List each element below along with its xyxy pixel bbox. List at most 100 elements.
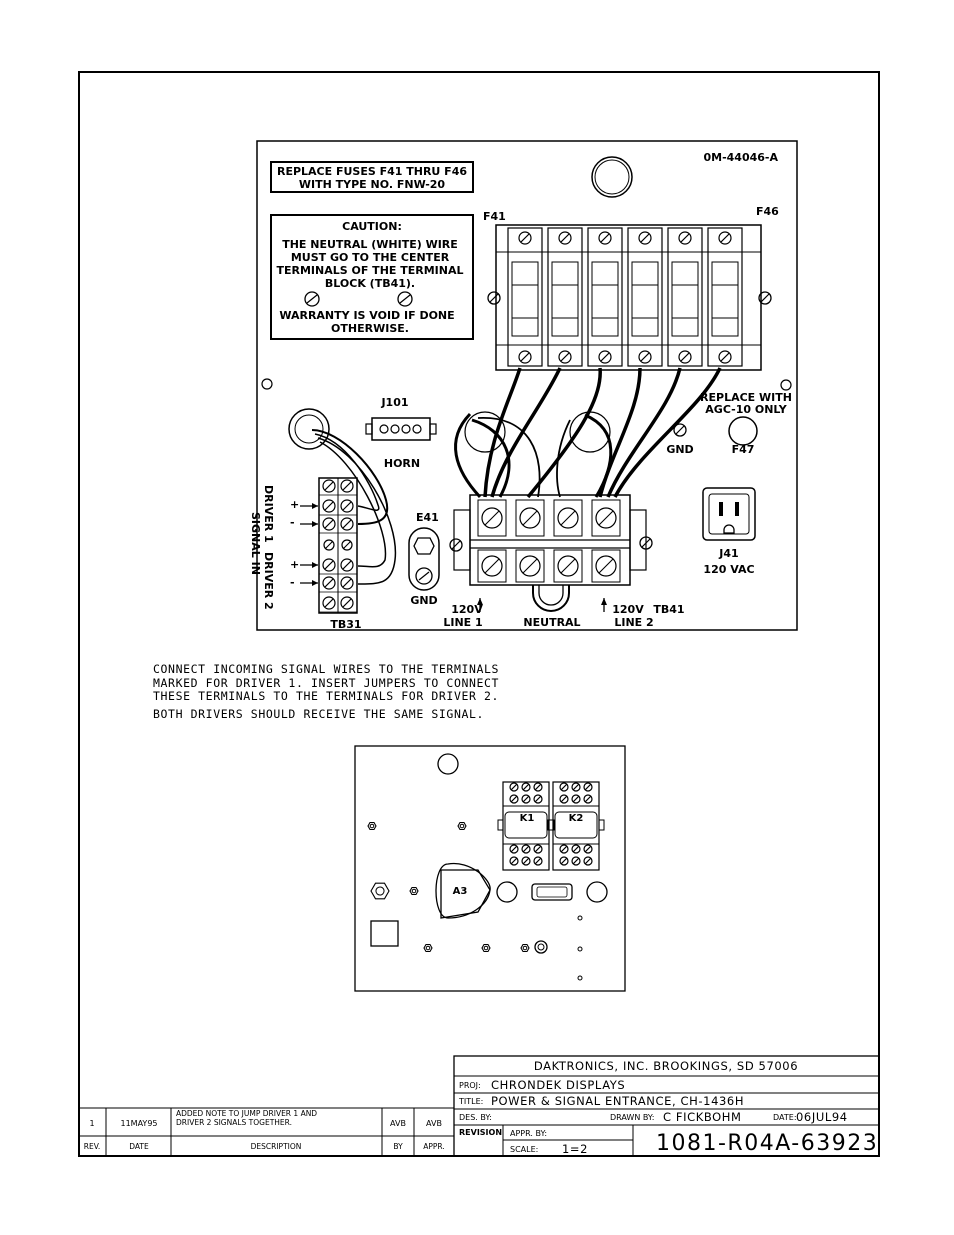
- revision-table: 1 11MAY95 ADDED NOTE TO JUMP DRIVER 1 AN…: [78, 1107, 455, 1157]
- note-line-4: BOTH DRIVERS SHOULD RECEIVE THE SAME SIG…: [153, 707, 484, 721]
- header-rev: REV.: [84, 1142, 101, 1151]
- relay-screw: [509, 794, 519, 804]
- note-line-3: THESE TERMINALS TO THE TERMINALS FOR DRI…: [153, 689, 499, 703]
- tb41-screw: [595, 555, 617, 577]
- tb41-screw: [557, 507, 579, 529]
- fuse-holder: [627, 227, 663, 367]
- tb41-screw: [481, 507, 503, 529]
- warranty-line-2: OTHERWISE.: [331, 322, 409, 335]
- a3-module: [440, 869, 491, 919]
- signal-grommet-inner: [294, 414, 324, 444]
- rev-by: AVB: [390, 1119, 406, 1128]
- date-label: DATE:: [773, 1113, 797, 1122]
- driver-2-label: DRIVER 2: [262, 552, 275, 610]
- company-line: DAKTRONICS, INC. BROOKINGS, SD 57006: [534, 1059, 798, 1073]
- replace-with-line-2: AGC-10 ONLY: [705, 403, 787, 416]
- gnd-label-left: GND: [410, 594, 437, 607]
- fuse-f47-holder: [728, 416, 758, 446]
- fuse-holder: [547, 227, 583, 367]
- k1-label: K1: [520, 813, 535, 824]
- jumper-note: CONNECT INCOMING SIGNAL WIRES TO THE TER…: [153, 662, 499, 721]
- mount-hole-right: [780, 379, 792, 391]
- caution-line-2: MUST GO TO THE CENTER: [291, 251, 450, 264]
- neutral-label: NEUTRAL: [523, 616, 580, 629]
- fuse-note-line-1: REPLACE FUSES F41 THRU F46: [277, 165, 467, 178]
- caution-title: CAUTION:: [342, 220, 402, 233]
- fuse-note-line-2: WITH TYPE NO. FNW-20: [299, 178, 446, 191]
- relay-screw: [583, 856, 593, 866]
- drawing-date: 06JUL94: [796, 1110, 848, 1124]
- e41-ground-lug: [408, 527, 440, 591]
- relay-screw: [509, 856, 519, 866]
- caution-screw-right: [397, 291, 413, 307]
- gnd-screw: [673, 423, 687, 437]
- relay-module: [497, 781, 555, 871]
- k2-label: K2: [569, 813, 584, 824]
- driver-1-label: DRIVER 1: [262, 485, 275, 543]
- fuse-holder: [707, 227, 743, 367]
- knockout-hole: [591, 156, 633, 198]
- fuse-bottom-screw: [718, 350, 732, 364]
- fuse-f46-label: F46: [756, 205, 779, 218]
- horn-connector: [365, 417, 437, 441]
- fuse-top-screw: [518, 231, 532, 245]
- rev-number: 1: [89, 1119, 94, 1128]
- relay-screw: [583, 782, 593, 792]
- tb41-label: TB41: [653, 603, 684, 616]
- tb31-screw: [340, 576, 354, 590]
- tb41-screw: [519, 507, 541, 529]
- fuse-holder: [587, 227, 623, 367]
- relay-screw: [509, 782, 519, 792]
- fuse-bottom-screw: [638, 350, 652, 364]
- tb31-screw: [340, 596, 354, 610]
- tb31-screw: [322, 576, 336, 590]
- tb31-label: TB31: [330, 618, 361, 631]
- drawing-title: POWER & SIGNAL ENTRANCE, CH-1436H: [491, 1094, 744, 1108]
- e41-label: E41: [416, 511, 439, 524]
- line2-label: LINE 2: [614, 616, 653, 629]
- fuse-holder: [667, 227, 703, 367]
- tb31-screw: [322, 558, 336, 572]
- driver1-plus: +: [290, 498, 299, 511]
- revision-label: REVISION: [459, 1128, 502, 1137]
- tb31-screw: [340, 479, 354, 493]
- line1-label: LINE 1: [443, 616, 482, 629]
- tb31-screw: [341, 539, 353, 551]
- relay-screw: [533, 856, 543, 866]
- mount-hole-left: [261, 378, 273, 390]
- signal-wires: [311, 429, 397, 585]
- caution-screw-left: [304, 291, 320, 307]
- part-number: 0M-44046-A: [703, 151, 778, 164]
- table-row: 1 11MAY95 ADDED NOTE TO JUMP DRIVER 1 AN…: [89, 1109, 442, 1128]
- hex-nut: [367, 821, 377, 831]
- relay-screw: [521, 794, 531, 804]
- drawn-by: C FICKBOHM: [663, 1110, 742, 1124]
- drawing-number: 1081-R04A-63923: [656, 1131, 878, 1156]
- tb41-screw: [519, 555, 541, 577]
- rev-appr: AVB: [426, 1119, 442, 1128]
- back-grommet-right: [586, 881, 608, 903]
- driver1-minus: -: [290, 516, 295, 529]
- fuse-block-screw-left: [487, 291, 501, 305]
- caution-line-4: BLOCK (TB41).: [325, 277, 415, 290]
- fuse-block-screw-right: [758, 291, 772, 305]
- signal-in-label: SIGNAL IN: [249, 512, 262, 575]
- proj-label: PROJ:: [459, 1081, 481, 1090]
- relay-screw: [559, 794, 569, 804]
- tb31-screw: [322, 517, 336, 531]
- note-line-2: MARKED FOR DRIVER 1. INSERT JUMPERS TO C…: [153, 676, 499, 690]
- back-panel: K1 K2 A3: [354, 745, 626, 992]
- fuse-top-screw: [598, 231, 612, 245]
- back-knockout: [437, 753, 459, 775]
- tb31-screw: [322, 479, 336, 493]
- relay-screw: [583, 844, 593, 854]
- header-date: DATE: [129, 1142, 149, 1151]
- fuse-holder: [507, 227, 543, 367]
- hex-nut: [457, 821, 467, 831]
- fuse-bottom-screw: [598, 350, 612, 364]
- relay-module: [547, 781, 605, 871]
- relay-modules: [497, 781, 605, 871]
- hex-nut: [481, 943, 491, 953]
- tb31-screw: [340, 517, 354, 531]
- relay-screw: [571, 844, 581, 854]
